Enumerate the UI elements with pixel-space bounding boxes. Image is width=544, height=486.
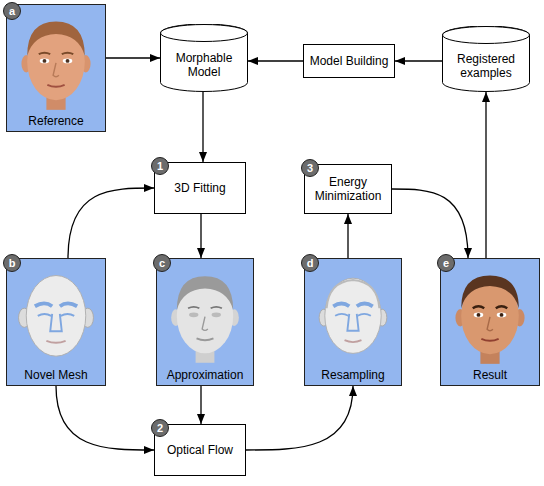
- box-label: Morphable Model: [165, 51, 243, 79]
- callout-number: e: [437, 254, 455, 272]
- image-panel: Reference: [6, 4, 106, 132]
- callout-number: c: [153, 254, 171, 272]
- callout-number: 1: [151, 157, 169, 175]
- arrow-connector: [392, 189, 468, 258]
- image-panel: Novel Mesh: [6, 258, 106, 386]
- database-cylinder: Registered examples: [442, 26, 530, 92]
- callout-number: d: [301, 254, 319, 272]
- face-illustration: [8, 6, 104, 110]
- arrow-connector: [347, 214, 348, 258]
- database-cylinder: Morphable Model: [160, 24, 248, 92]
- arrow-connector: [395, 60, 442, 61]
- face-illustration: [442, 260, 538, 364]
- panel-label: Resampling: [307, 368, 399, 382]
- box-label: 3D Fitting: [174, 181, 225, 195]
- callout-number: 3: [301, 159, 319, 177]
- box-label: Energy Minimization: [310, 175, 386, 203]
- box-label: Model Building: [310, 54, 389, 68]
- process-box: Model Building: [303, 44, 395, 78]
- panel-label: Reference: [9, 114, 103, 128]
- callout-number: b: [3, 254, 21, 272]
- face-illustration: [306, 260, 400, 364]
- arrow-connector: [485, 92, 486, 258]
- callout-number: 2: [151, 419, 169, 437]
- arrow-connector: [202, 92, 203, 162]
- arrow-connector: [246, 386, 353, 450]
- box-label: Registered examples: [447, 52, 525, 80]
- arrow-connector: [200, 214, 201, 258]
- panel-label: Result: [443, 368, 537, 382]
- face-illustration: [158, 260, 252, 364]
- image-panel: Result: [440, 258, 540, 386]
- arrow-connector: [106, 57, 160, 58]
- callout-number: a: [3, 2, 21, 20]
- arrow-connector: [56, 386, 154, 450]
- arrow-connector: [68, 188, 154, 258]
- panel-label: Approximation: [159, 368, 251, 382]
- box-label: Optical Flow: [167, 443, 233, 457]
- panel-label: Novel Mesh: [9, 368, 103, 382]
- image-panel: Resampling: [304, 258, 402, 386]
- image-panel: Approximation: [156, 258, 254, 386]
- arrow-connector: [200, 386, 201, 424]
- face-illustration: [8, 260, 104, 364]
- arrow-connector: [248, 60, 303, 61]
